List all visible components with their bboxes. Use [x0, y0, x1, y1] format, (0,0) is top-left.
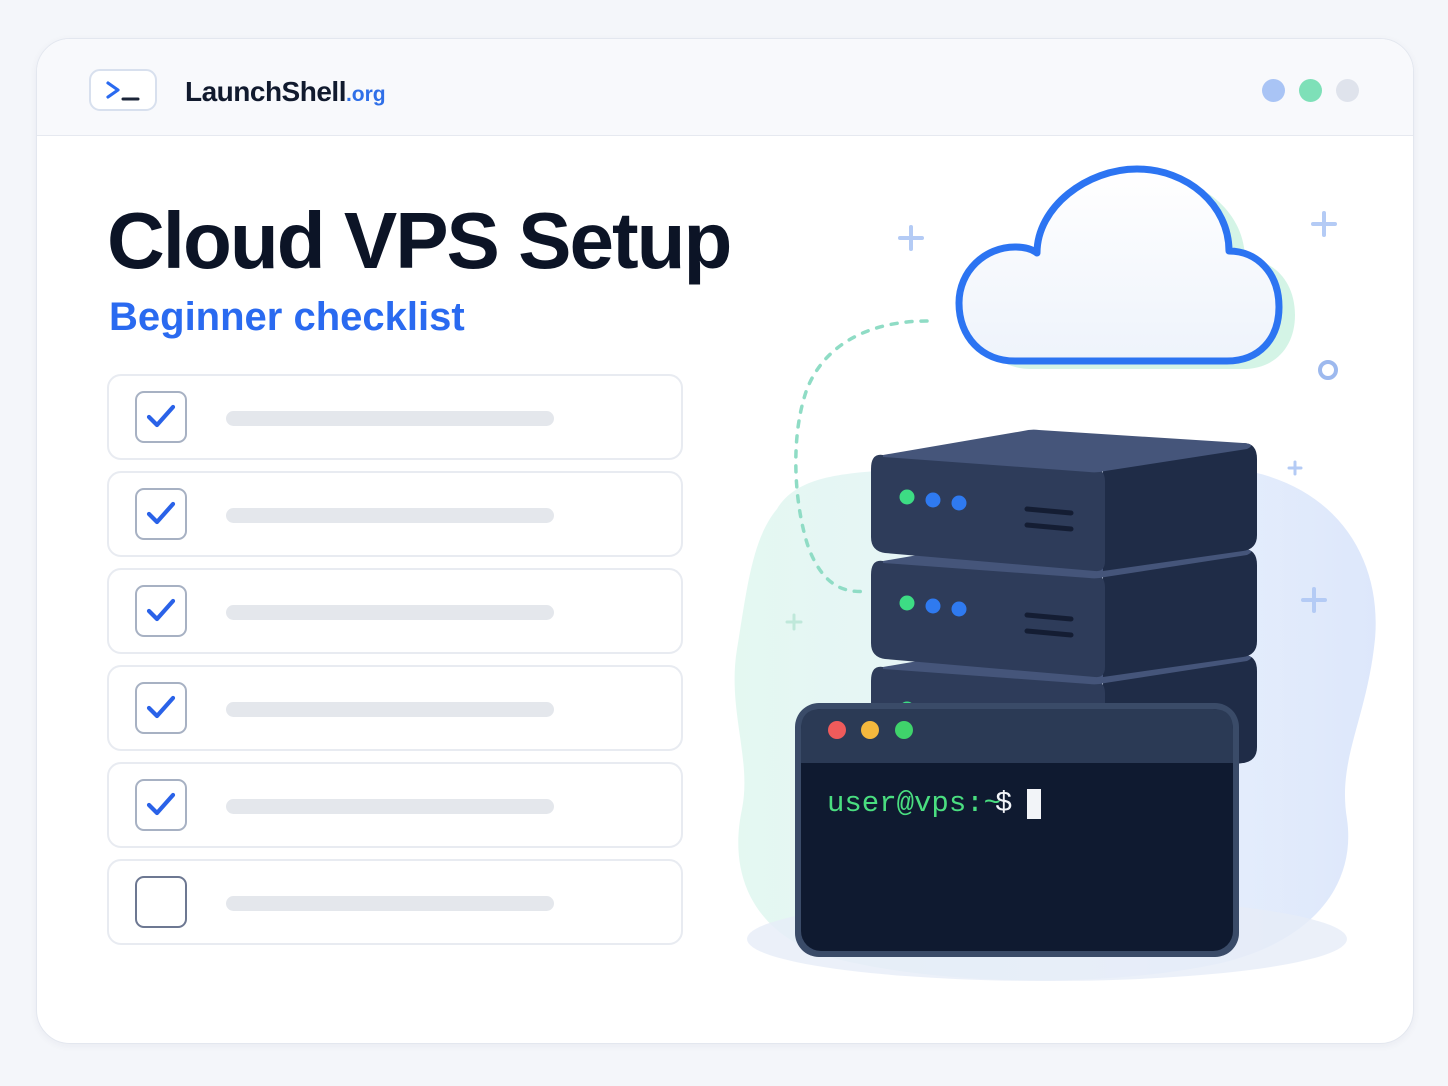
- checklist-item-placeholder: [226, 702, 554, 717]
- checkmark-icon: [146, 792, 176, 816]
- checklist-item-placeholder: [226, 896, 554, 911]
- page-subtitle: Beginner checklist: [109, 295, 465, 339]
- cloud-icon: [955, 165, 1295, 369]
- checklist-item[interactable]: [107, 374, 683, 460]
- checklist-item[interactable]: [107, 568, 683, 654]
- connection-line: [794, 319, 929, 594]
- checklist-item-placeholder: [226, 605, 554, 620]
- checkmark-icon: [146, 501, 176, 525]
- checkbox-unchecked[interactable]: [135, 876, 187, 928]
- brand-name[interactable]: LaunchShell.org: [185, 76, 386, 108]
- checkmark-icon: [146, 695, 176, 719]
- checkbox-checked[interactable]: [135, 682, 187, 734]
- checkmark-icon: [146, 404, 176, 428]
- top-bar: LaunchShell.org: [37, 39, 1413, 136]
- checklist: [107, 374, 683, 956]
- brand-tld: .org: [345, 83, 386, 106]
- checkbox-checked[interactable]: [135, 779, 187, 831]
- checkmark-icon: [146, 598, 176, 622]
- checkbox-checked[interactable]: [135, 585, 187, 637]
- brand-wordmark: LaunchShell: [185, 76, 346, 107]
- checklist-item[interactable]: [107, 762, 683, 848]
- checkbox-checked[interactable]: [135, 488, 187, 540]
- terminal-prompt-symbol: $: [995, 787, 1012, 820]
- terminal-prompt: user@vps:~: [827, 787, 1001, 820]
- window-dot-blue[interactable]: [1262, 79, 1285, 102]
- app-window: LaunchShell.org Cloud VPS Setup Beginner…: [36, 38, 1414, 1044]
- vps-illustration: user@vps:~ $: [734, 165, 1376, 981]
- checkbox-checked[interactable]: [135, 391, 187, 443]
- checklist-item-placeholder: [226, 508, 554, 523]
- checklist-item[interactable]: [107, 859, 683, 945]
- terminal-prompt-icon[interactable]: [89, 69, 157, 111]
- window-dot-gray[interactable]: [1336, 79, 1359, 102]
- sparkle-plus-icon: [785, 211, 1337, 631]
- page-title: Cloud VPS Setup: [107, 196, 732, 285]
- terminal-window-icon: [795, 703, 1239, 957]
- server-unit: [871, 429, 1257, 572]
- checklist-item-placeholder: [226, 799, 554, 814]
- window-dot-green[interactable]: [1299, 79, 1322, 102]
- checklist-item-placeholder: [226, 411, 554, 426]
- checklist-item[interactable]: [107, 665, 683, 751]
- checklist-item[interactable]: [107, 471, 683, 557]
